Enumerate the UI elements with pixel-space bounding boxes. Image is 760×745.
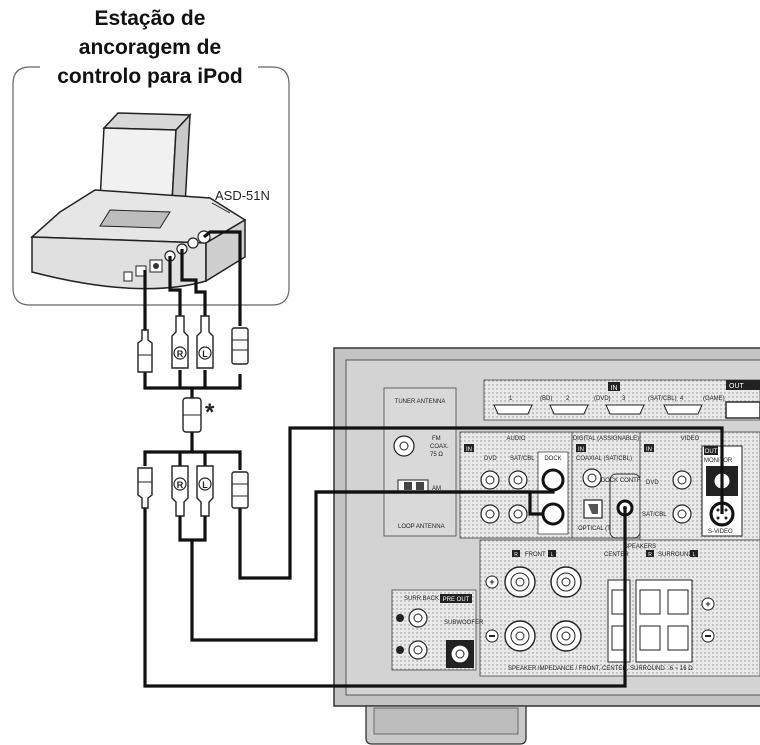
audio-in-label: IN: [466, 447, 472, 453]
video-in-label: IN: [646, 447, 652, 453]
video-satcbl-label: SAT/CBL: [642, 512, 667, 518]
video-header: VIDEO: [681, 436, 700, 442]
video-out-label: OUT: [705, 449, 718, 455]
upper-cable: [143, 230, 242, 398]
dock-title: Estação de ancoragem de controlo para iP…: [0, 4, 300, 91]
surround-back-label: SURR.BACK: [404, 596, 439, 602]
am-label: AM: [432, 486, 441, 492]
audio-dvd-label: DVD: [484, 456, 497, 462]
upper-plugs: R L: [137, 315, 249, 373]
receiver-back-panel: IN OUT 1 (BD) 2 (DVD) 3 (SAT/CBL) 4 (GAM…: [333, 347, 760, 745]
hdmi-4-name: (GAME): [703, 396, 725, 402]
ipod-dock: [30, 112, 247, 290]
fm-ohm-label: 75 Ω: [430, 452, 443, 458]
dock-title-line-3: controlo para iPod: [57, 65, 243, 88]
plug-right-label-upper: R: [177, 349, 184, 359]
optical-label: OPTICAL (TV): [578, 526, 617, 532]
plug-right-label-lower: R: [177, 480, 184, 490]
dock-model-label: ASD-51N: [215, 188, 270, 203]
hdmi-3-name: (SAT/CBL): [648, 396, 677, 402]
front-label: FRONT: [525, 552, 546, 558]
audio-satcbl-label: SAT/CBL: [510, 456, 535, 462]
hdmi-out-header: OUT: [729, 383, 745, 390]
subwoofer-label: SUBWOOFER: [444, 620, 484, 626]
loop-antenna-label: LOOP ANTENNA: [398, 524, 445, 530]
speakers-header: SPEAKERS: [624, 544, 656, 550]
ferrite-asterisk: *: [205, 399, 215, 426]
digital-header: DIGITAL (ASSIGNABLE): [573, 436, 639, 442]
plug-left-label-lower: L: [202, 480, 208, 490]
receiver-plugs: [541, 468, 735, 527]
svg-text:+: +: [705, 599, 710, 609]
video-monitor-label: MONITOR: [704, 458, 733, 464]
dock-frame: [12, 66, 290, 306]
dock-control-label: DOCK CONTROL: [601, 478, 650, 484]
lower-plugs: R L: [137, 465, 249, 517]
fm-label: FM: [432, 436, 441, 442]
surround-label: SURROUND: [658, 552, 693, 558]
audio-header: AUDIO: [506, 436, 525, 442]
hdmi-2-name: (DVD): [594, 396, 611, 402]
fm-coax-label: COAX.: [430, 444, 449, 450]
video-dvd-label: DVD: [646, 480, 659, 486]
front-r-label: R: [514, 552, 518, 558]
hdmi-4: 4: [680, 396, 684, 402]
audio-dock-label: DOCK: [544, 456, 561, 462]
hdmi-3: 3: [622, 396, 626, 402]
tuner-antenna-label: TUNER ANTENNA: [395, 399, 446, 405]
impedance-label: SPEAKER IMPEDANCE / FRONT, CENTER, SURRO…: [508, 666, 693, 672]
hdmi-2: 2: [566, 396, 570, 402]
dock-title-line-1: Estação de: [94, 7, 206, 30]
svg-text:+: +: [489, 577, 494, 587]
digital-in-label: IN: [578, 447, 584, 453]
ferrite-core: [182, 397, 202, 444]
lower-cable: [143, 444, 242, 470]
pre-out-label: PRE OUT: [443, 597, 470, 603]
center-label: CENTER: [604, 552, 629, 558]
surround-r-label: R: [648, 552, 652, 558]
dock-title-line-2: ancoragem de: [78, 36, 222, 59]
surround-l-label: L: [693, 552, 696, 558]
coaxial-label: COAXIAL (SAT/CBL): [576, 456, 632, 462]
plug-left-label-upper: L: [202, 349, 208, 359]
svideo-label: S-VIDEO: [708, 529, 733, 535]
front-l-label: L: [551, 552, 554, 558]
hdmi-in-header: IN: [611, 385, 618, 392]
hdmi-1-name: (BD): [540, 396, 552, 402]
hdmi-1: 1: [509, 396, 513, 402]
